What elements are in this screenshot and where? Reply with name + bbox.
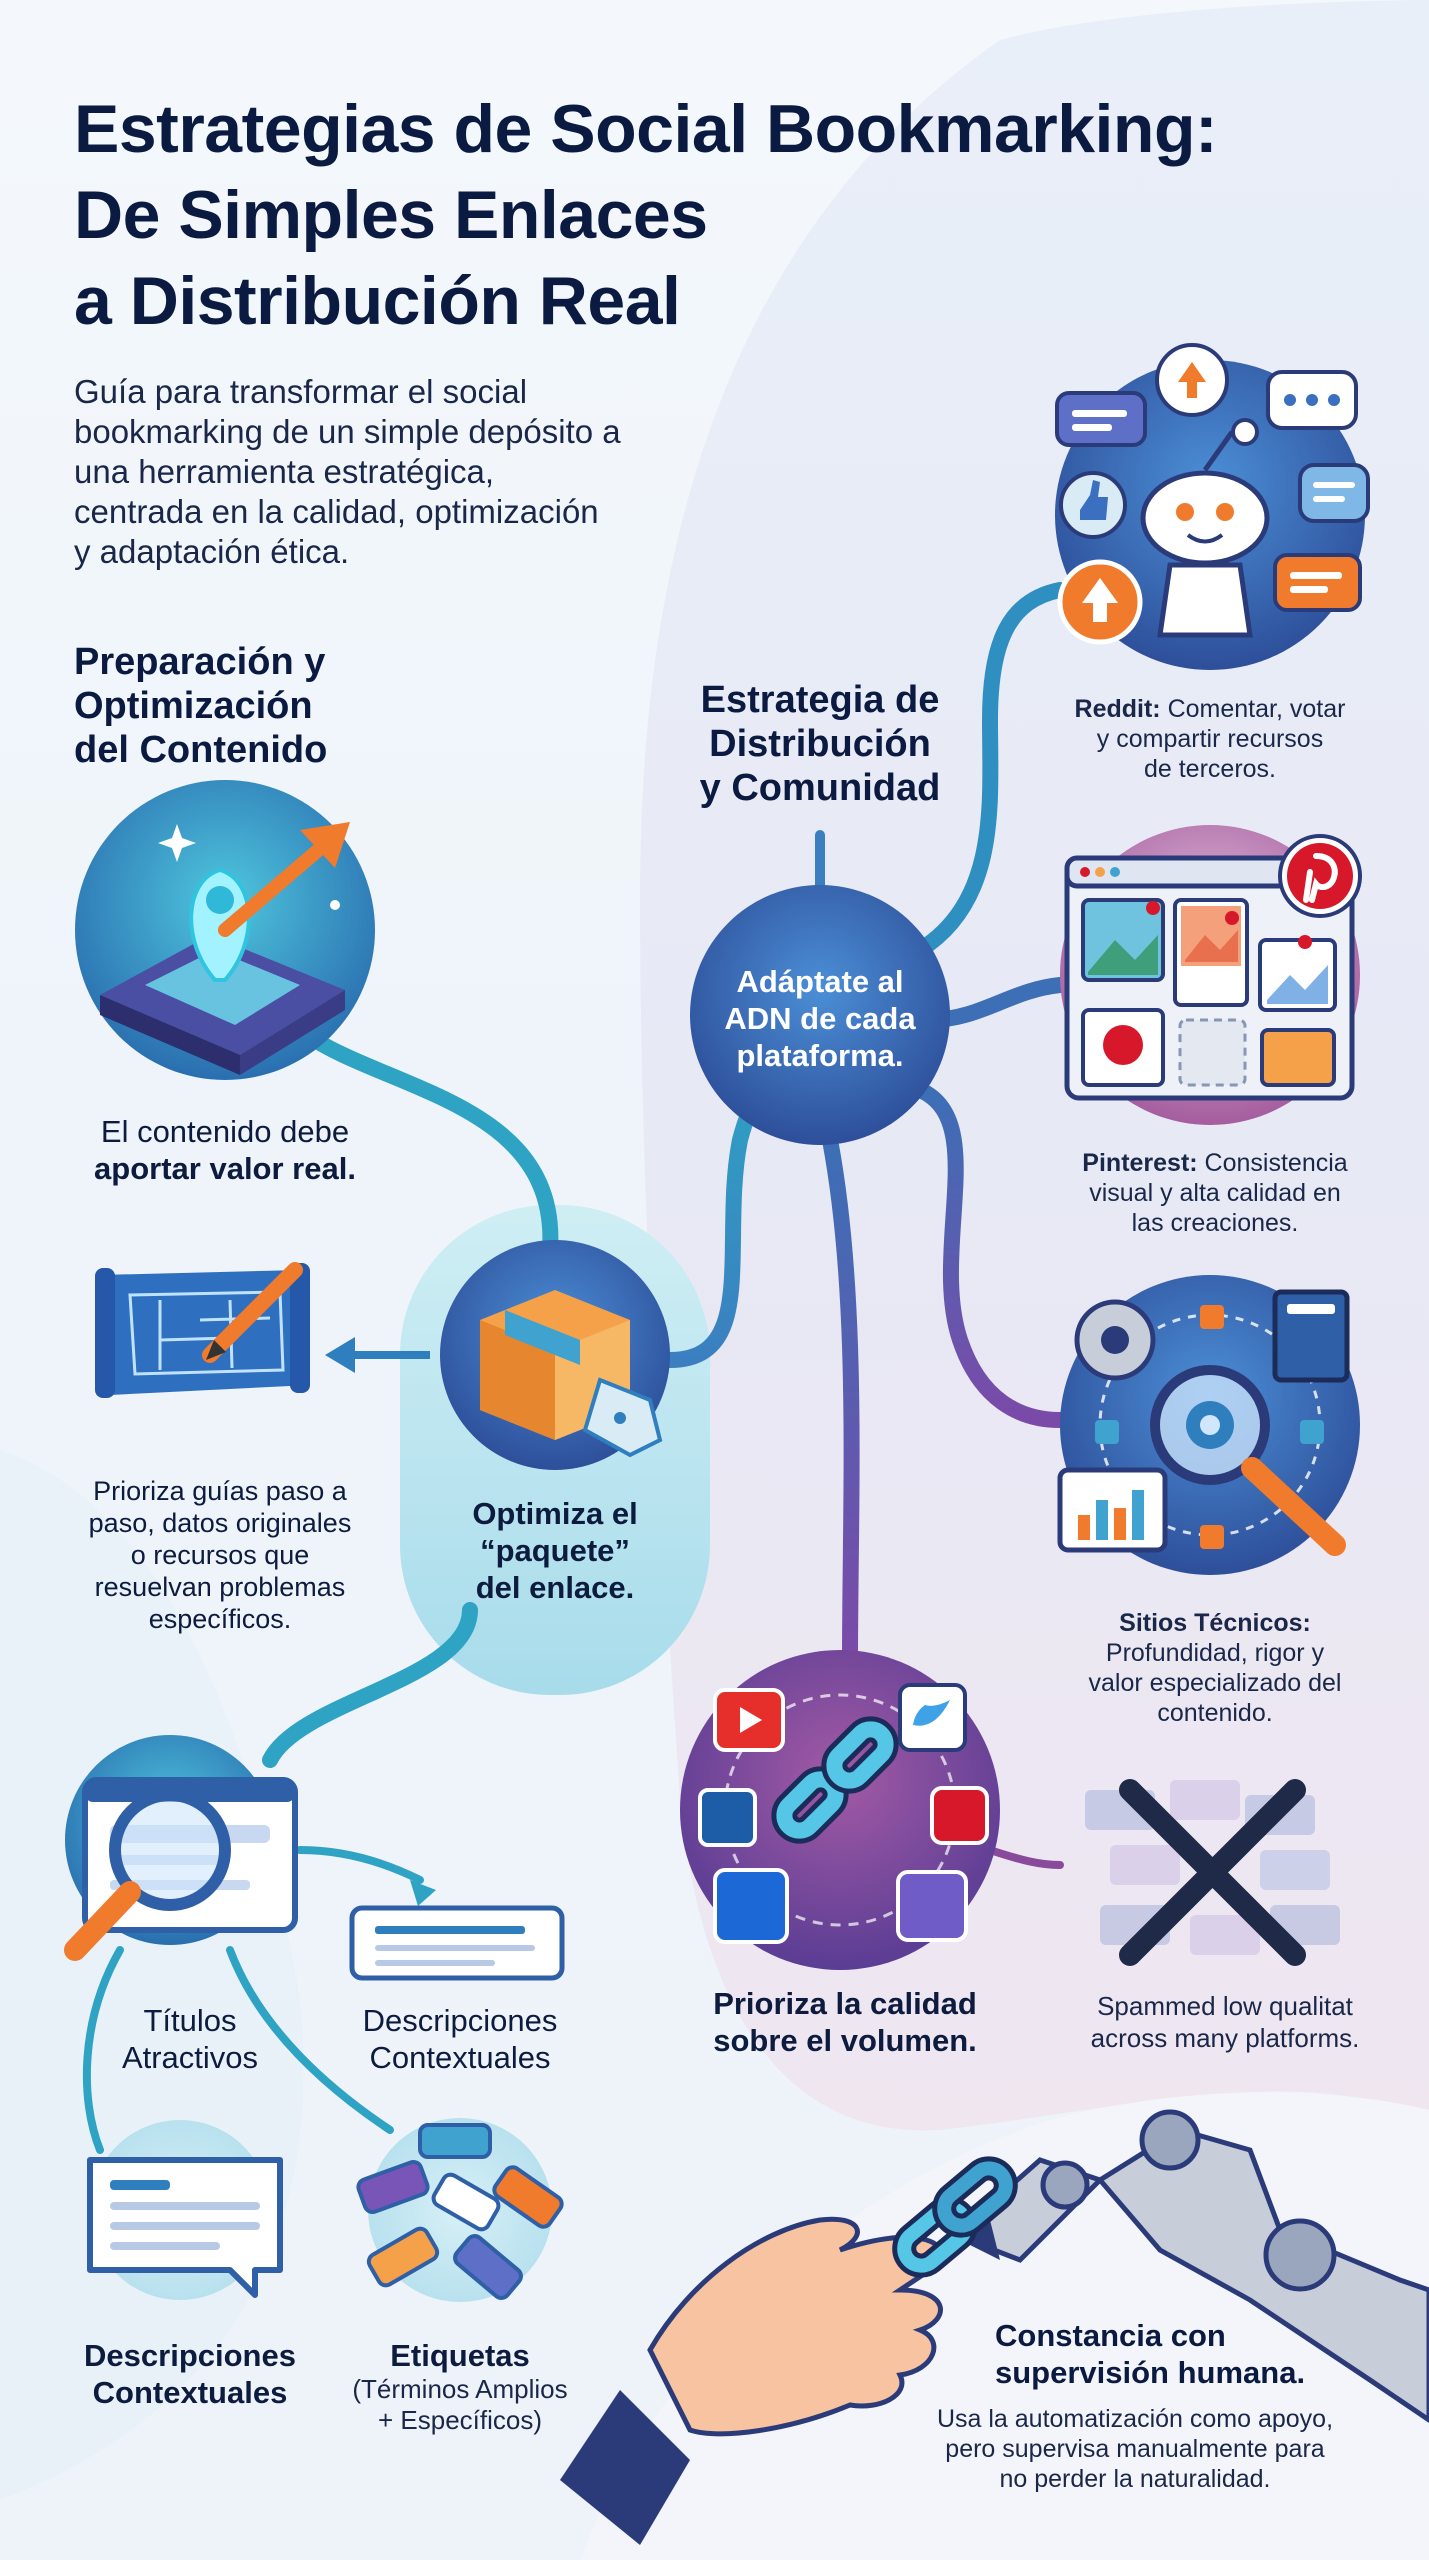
right-heading-line-2: Distribución: [709, 723, 931, 765]
right-heading-line-1: Estrategia de: [700, 679, 940, 721]
intro-line-2: bookmarking de un simple depósito a: [74, 413, 621, 450]
intro-line-3: una herramienta estratégica,: [74, 453, 495, 490]
tags-caption: Etiquetas (Términos Amplios + Específico…: [320, 2337, 600, 2436]
pinterest-board-icon: [1060, 825, 1362, 1125]
bottom-desc-line-2: pero supervisa manualmente para: [945, 2435, 1325, 2463]
left-section-heading: Preparación y Optimización del Contenido: [74, 640, 474, 772]
tags-icon: [356, 2118, 564, 2302]
ai-target-chip-icon: [75, 780, 375, 1080]
tags-sub-line-1: (Términos Amplios: [352, 2374, 568, 2404]
quality-line-2: sobre el volumen.: [713, 2023, 977, 2058]
priority-line-2: paso, datos originales: [88, 1508, 352, 1538]
reddit-line-1: Comentar, votar: [1160, 695, 1346, 723]
pinterest-line-3: las creaciones.: [1131, 1209, 1299, 1237]
tech-line-3: contenido.: [1157, 1699, 1273, 1727]
intro-line-4: centrada en la calidad, optimización: [74, 493, 599, 530]
package-tag-icon: [440, 1240, 670, 1470]
page-title-line-1: Estrategias de Social Bookmarking:: [74, 91, 1218, 167]
tech-line-2: valor especializado del: [1088, 1669, 1342, 1697]
page-title-line-2: De Simples Enlaces: [74, 177, 708, 253]
priority-line-3: o recursos que: [130, 1540, 310, 1570]
page-title: Estrategias de Social Bookmarking: De Si…: [74, 86, 1374, 344]
human-supervision-description: Usa la automatización como apoyo, pero s…: [900, 2404, 1370, 2494]
hub-line-3: plataforma.: [736, 1038, 904, 1073]
intro-line-5: y adaptación ética.: [74, 533, 350, 570]
spam-caption: Spammed low qualitat across many platfor…: [1050, 1990, 1400, 2054]
reddit-mascot-icon: [1055, 343, 1370, 670]
spam-cross-icon: [1085, 1779, 1340, 1966]
right-section-heading: Estrategia de Distribución y Comunidad: [640, 678, 1000, 810]
pinterest-line-1: Consistencia: [1197, 1149, 1348, 1177]
chain-link-network-icon: [680, 1650, 1000, 1970]
quality-line-1: Prioriza la calidad: [713, 1986, 977, 2021]
priority-line-4: resuelvan problemas: [94, 1572, 346, 1602]
page-title-line-3: a Distribución Real: [74, 263, 681, 339]
tech-line-1: Profundidad, rigor y: [1105, 1639, 1325, 1667]
human-supervision-heading: Constancia con supervisión humana.: [995, 2317, 1355, 2391]
hub-circle: [690, 885, 950, 1145]
right-heading-line-3: y Comunidad: [699, 767, 941, 809]
package-line-2: “paquete”: [480, 1533, 630, 1568]
hub-label: Adáptate al ADN de cada plataforma.: [700, 963, 940, 1074]
pinterest-line-2: visual y alta calidad en: [1089, 1179, 1341, 1207]
bottom-heading-line-2: supervisión humana.: [995, 2355, 1306, 2390]
hub-line-2: ADN de cada: [724, 1001, 916, 1036]
intro-text: Guía para transformar el social bookmark…: [74, 372, 714, 572]
description-card-icon: [349, 1905, 565, 1981]
value-caption-line-2: aportar valor real.: [94, 1151, 356, 1186]
priority-line-5: específicos.: [148, 1604, 292, 1634]
left-heading-line-2: Optimización: [74, 685, 313, 727]
hub-line-1: Adáptate al: [736, 964, 904, 999]
package-caption: Optimiza el “paquete” del enlace.: [415, 1495, 695, 1606]
robot-hand-chain-icon: [560, 2092, 1429, 2560]
package-line-1: Optimiza el: [472, 1496, 638, 1531]
pinterest-description: Pinterest: Consistencia visual y alta ca…: [1040, 1148, 1390, 1238]
titles-caption: Títulos Atractivos: [70, 2002, 310, 2076]
magnifier-browser-icon: [64, 1735, 298, 1961]
reddit-line-2: y compartir recursos: [1096, 725, 1324, 753]
descriptions-caption-a: Descripciones Contextuales: [330, 2002, 590, 2076]
quality-caption: Prioriza la calidad sobre el volumen.: [680, 1985, 1010, 2059]
tech-sites-description: Sitios Técnicos: Profundidad, rigor y va…: [1040, 1608, 1390, 1728]
spam-line-2: across many platforms.: [1090, 2023, 1360, 2053]
tech-name: Sitios Técnicos:: [1119, 1609, 1311, 1637]
titles-line-1: Títulos: [143, 2003, 237, 2038]
tags-title: Etiquetas: [390, 2338, 530, 2373]
reddit-name: Reddit:: [1074, 695, 1161, 723]
spam-line-1: Spammed low qualitat: [1097, 1991, 1353, 2021]
reddit-line-3: de terceros.: [1143, 755, 1276, 783]
bottom-desc-line-3: no perder la naturalidad.: [999, 2465, 1271, 2493]
bottom-heading-line-1: Constancia con: [995, 2318, 1226, 2353]
bottom-desc-line-1: Usa la automatización como apoyo,: [936, 2405, 1334, 2433]
titles-line-2: Atractivos: [121, 2040, 259, 2075]
package-line-3: del enlace.: [475, 1570, 635, 1605]
value-caption: El contenido debe aportar valor real.: [60, 1113, 390, 1187]
desc-b-line-2: Contextuales: [92, 2375, 288, 2410]
priority-text: Prioriza guías paso a paso, datos origin…: [55, 1475, 385, 1635]
intro-line-1: Guía para transformar el social: [74, 373, 528, 410]
value-caption-line-1: El contenido debe: [100, 1114, 350, 1149]
descriptions-caption-b: Descripciones Contextuales: [60, 2337, 320, 2411]
gear-network-icon: [1057, 1275, 1360, 1575]
left-heading-line-3: del Contenido: [74, 729, 328, 771]
left-heading-line-1: Preparación y: [74, 641, 326, 683]
speech-bubble-icon: [87, 2120, 283, 2300]
pinterest-name: Pinterest:: [1082, 1149, 1198, 1177]
desc-a-line-2: Contextuales: [369, 2040, 551, 2075]
desc-a-line-1: Descripciones: [362, 2003, 558, 2038]
tags-sub-line-2: + Específicos): [377, 2405, 542, 2435]
desc-b-line-1: Descripciones: [84, 2338, 296, 2373]
blueprint-pencil-icon: [95, 1262, 310, 1398]
reddit-description: Reddit: Comentar, votar y compartir recu…: [1040, 694, 1380, 784]
priority-line-1: Prioriza guías paso a: [93, 1476, 347, 1506]
